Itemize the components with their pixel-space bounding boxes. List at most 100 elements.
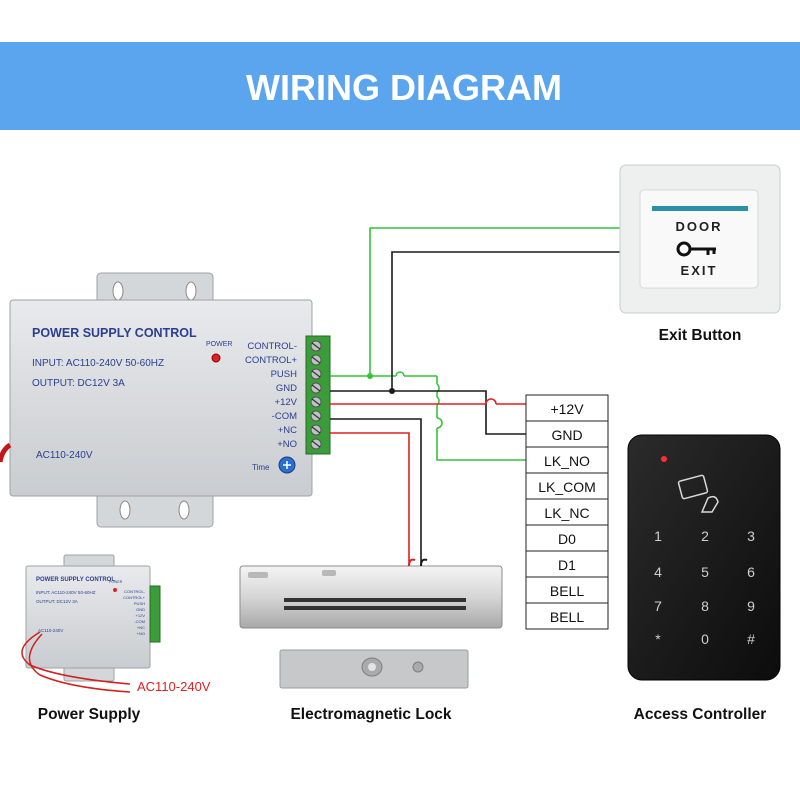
header-banner bbox=[0, 42, 800, 130]
lock-body bbox=[239, 565, 503, 629]
exit-button-caption: Exit Button bbox=[659, 327, 742, 344]
controller-terminal-label: LK_NO bbox=[544, 453, 590, 469]
wire-com-to-lock bbox=[330, 418, 422, 565]
psu-terminal-label: PUSH bbox=[271, 369, 298, 380]
keypad-body bbox=[627, 434, 781, 681]
psu-terminal-screw-slot bbox=[311, 398, 321, 406]
small-psu-terminal-label: GND bbox=[136, 607, 145, 612]
controller-terminal-cell bbox=[525, 576, 609, 604]
psu-terminal-screw-slot bbox=[311, 370, 321, 378]
keypad-key[interactable]: 9 bbox=[747, 598, 755, 614]
small-power-supply-device: POWER SUPPLY CONTROL INPUT: AC110-240V 5… bbox=[21, 554, 211, 723]
controller-terminal-cell bbox=[525, 550, 609, 578]
small-psu-terminal-label: CONTROL+ bbox=[123, 595, 146, 600]
psu-terminal-screw-slot bbox=[311, 426, 321, 434]
small-psu-power-label: POWER bbox=[109, 580, 123, 584]
lock-caption: Electromagnetic Lock bbox=[290, 706, 451, 723]
psu-ac-label: AC110-240V bbox=[36, 450, 93, 461]
psu-terminal-housing bbox=[305, 335, 331, 455]
controller-terminal-cell bbox=[525, 524, 609, 552]
exit-button-exit-text: EXIT bbox=[681, 263, 718, 278]
psu-terminal-label: GND bbox=[276, 383, 297, 394]
controller-terminal-cell bbox=[525, 420, 609, 448]
exit-button-stripe bbox=[652, 206, 748, 211]
wire-push-to-exit bbox=[330, 227, 640, 377]
small-psu-output: OUTPUT: DC12V 3A bbox=[36, 599, 78, 604]
psu-terminal-screw-slot bbox=[311, 356, 321, 364]
keypad-key[interactable]: # bbox=[747, 631, 755, 647]
page-title: WIRING DIAGRAM bbox=[246, 67, 562, 108]
wire-gnd-to-exit bbox=[330, 251, 640, 392]
psu-terminal-label: +NC bbox=[278, 425, 297, 436]
electromagnetic-lock-device: Electromagnetic Lock bbox=[239, 558, 503, 723]
keypad-key[interactable]: 6 bbox=[747, 564, 755, 580]
wire-gnd-to-controller bbox=[392, 390, 526, 435]
access-controller-caption: Access Controller bbox=[634, 706, 767, 723]
small-psu-terminal-label: CONTROL- bbox=[124, 589, 146, 594]
psu-terminal-block bbox=[305, 335, 331, 455]
small-psu-ac-callout: AC110-240V bbox=[137, 679, 211, 694]
psu-ac-wire bbox=[0, 442, 12, 463]
key-icon bbox=[676, 241, 716, 257]
controller-terminal-cell bbox=[525, 602, 609, 630]
psu-terminal-label: +12V bbox=[275, 397, 298, 408]
wire-to-lk-no bbox=[436, 392, 526, 461]
psu-power-label: POWER bbox=[206, 341, 232, 348]
power-supply-caption: Power Supply bbox=[38, 706, 141, 723]
psu-terminal-label: CONTROL- bbox=[247, 341, 297, 352]
keypad-key[interactable]: 7 bbox=[654, 598, 662, 614]
small-psu-ac-wire bbox=[21, 631, 131, 685]
controller-terminal-label: BELL bbox=[550, 609, 584, 625]
lock-magnet-slot bbox=[284, 598, 466, 602]
exit-button-face[interactable] bbox=[639, 189, 759, 289]
keypad-key[interactable]: 1 bbox=[654, 528, 662, 544]
controller-terminal-table: +12V GND LK_NO LK_COM LK_NC D0 D1 BELL B… bbox=[525, 394, 609, 630]
controller-terminal-label: +12V bbox=[550, 401, 584, 417]
card-reader-icon bbox=[677, 474, 719, 513]
psu-title: POWER SUPPLY CONTROL bbox=[32, 326, 197, 340]
small-psu-terminal-labels: CONTROL- CONTROL+ PUSH GND +12V -COM +NC… bbox=[123, 589, 146, 636]
controller-terminal-label: D0 bbox=[558, 531, 576, 547]
power-supply-unit: POWER SUPPLY CONTROL INPUT: AC110-240V 5… bbox=[0, 272, 331, 528]
small-psu-input: INPUT: AC110-240V 50-60HZ bbox=[36, 590, 96, 595]
wire-nc-to-lock bbox=[330, 432, 410, 565]
psu-output-spec: OUTPUT: DC12V 3A bbox=[32, 378, 125, 389]
psu-time-label: Time bbox=[252, 463, 270, 472]
keypad-key[interactable]: 2 bbox=[701, 528, 709, 544]
controller-terminal-label: D1 bbox=[558, 557, 576, 573]
psu-terminal-label: -COM bbox=[272, 411, 297, 422]
small-psu-terminal-label: +NC bbox=[137, 625, 145, 630]
controller-terminal-cell bbox=[525, 394, 609, 422]
small-psu-terminal-label: +NO bbox=[137, 631, 145, 636]
psu-terminal-screw-slot bbox=[311, 440, 321, 448]
access-controller-device: 1 2 3 4 5 6 7 8 9 * 0 # Access Controlle… bbox=[627, 434, 781, 723]
controller-terminal-label: LK_NC bbox=[544, 505, 589, 521]
small-psu-title: POWER SUPPLY CONTROL bbox=[36, 577, 115, 583]
keypad-key[interactable]: 3 bbox=[747, 528, 755, 544]
small-psu-terminal-label: -COM bbox=[134, 619, 145, 624]
small-psu-ac-label: AC110-240V bbox=[38, 628, 63, 633]
psu-terminal-screw-slot bbox=[311, 412, 321, 420]
psu-terminal-label: CONTROL+ bbox=[245, 355, 297, 366]
psu-input-spec: INPUT: AC110-240V 50-60HZ bbox=[32, 358, 164, 369]
small-psu-terminal-label: PUSH bbox=[134, 601, 145, 606]
psu-terminal-screw-slot bbox=[311, 342, 321, 350]
keypad-key[interactable]: * bbox=[655, 631, 661, 647]
keypad-key[interactable]: 5 bbox=[701, 564, 709, 580]
small-psu-terminal-block bbox=[149, 585, 161, 643]
psu-terminal-screw-slot bbox=[311, 384, 321, 392]
psu-power-led bbox=[211, 353, 221, 363]
keypad-keys: 1 2 3 4 5 6 7 8 9 * 0 # bbox=[654, 528, 755, 647]
psu-terminal-labels: CONTROL- CONTROL+ PUSH GND +12V -COM +NC… bbox=[245, 341, 298, 450]
controller-terminal-cell bbox=[525, 446, 609, 474]
keypad-key[interactable]: 4 bbox=[654, 564, 662, 580]
keypad-key[interactable]: 8 bbox=[701, 598, 709, 614]
controller-terminal-cell bbox=[525, 472, 609, 500]
exit-button-door-text: DOOR bbox=[676, 219, 723, 234]
small-psu-terminal-label: +12V bbox=[136, 613, 146, 618]
psu-terminal-label: +NO bbox=[277, 439, 297, 450]
controller-terminal-label: LK_COM bbox=[538, 479, 596, 495]
controller-terminal-label: GND bbox=[551, 427, 582, 443]
keypad-key[interactable]: 0 bbox=[701, 631, 709, 647]
